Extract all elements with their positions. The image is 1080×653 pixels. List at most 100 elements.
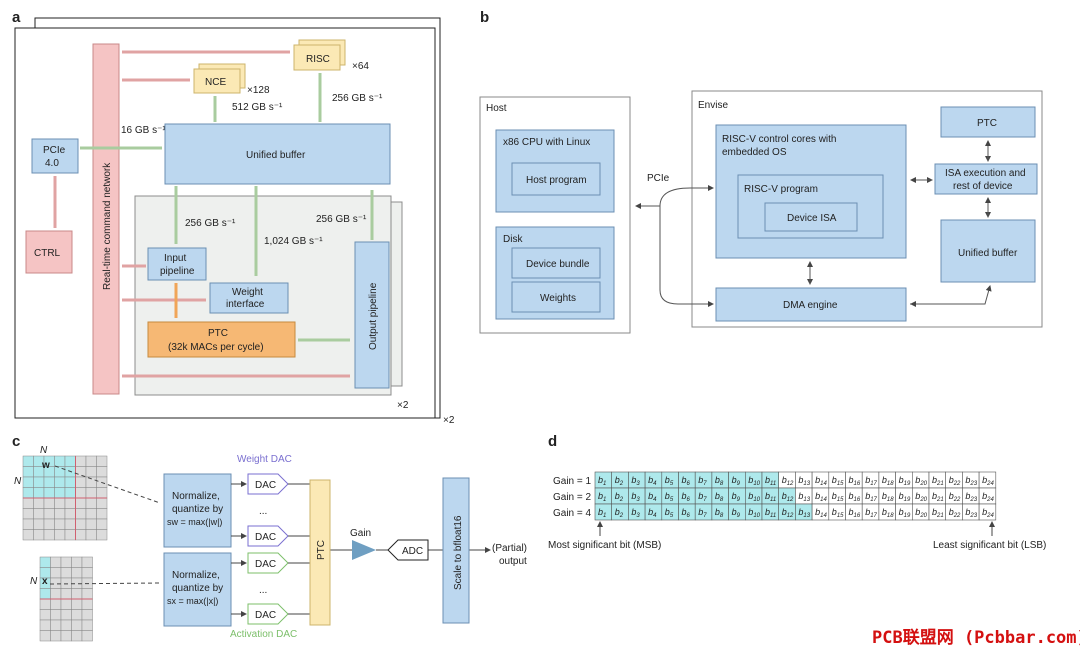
matrix-cell [75,455,87,467]
host-program-box [511,162,601,196]
n-label-top: N [40,445,48,456]
bit-label: b7 [698,475,707,487]
matrix-cell [22,466,34,478]
matrix-cell [22,518,34,530]
bit-label: b7 [698,491,707,503]
matrix-cell [43,487,55,499]
matrix-cell [96,529,108,541]
pcie-version: 4.0 [45,158,59,169]
isa-execution-label-1: ISA execution and [945,168,1026,179]
device-bundle-label: Device bundle [526,259,590,270]
matrix-cell [60,588,72,600]
normalize-x-label-3: sx = max(|x|) [167,596,218,606]
lsb-label: Least significant bit (LSB) [933,540,1046,551]
dac-weight-2: DAC [247,525,289,547]
gain-amplifier-icon [352,540,376,560]
ellipsis-activation: ... [259,585,267,596]
matrix-cell [75,529,87,541]
bit-label: b1 [598,491,606,503]
gain-row-label: Gain = 1 [553,476,592,487]
matrix-cell [39,598,51,610]
panel-a-letter: a [12,9,21,26]
ptc-column [309,479,331,626]
host-label: Host [486,103,507,114]
bit-label: b6 [682,475,691,487]
watermark: PCB联盟网 (Pcbbar.com) [872,628,1080,648]
n-label-side: N [14,476,22,487]
matrix-cell [96,487,108,499]
normalize-w-label-2: quantize by [172,504,223,515]
matrix-cell [22,529,34,541]
ptc-box [147,321,296,358]
matrix-cell [60,577,72,589]
matrix-cell [50,588,62,600]
weight-interface-label-1: Weight [232,287,263,298]
unified-buffer-label: Unified buffer [246,150,306,161]
matrix-cell [22,455,34,467]
matrix-cell [81,609,93,621]
ptc-sublabel: (32k MACs per cycle) [168,342,264,353]
normalize-w-label-3: sw = max(|w|) [167,517,222,527]
matrix-cell [39,609,51,621]
matrix-cell [39,588,51,600]
gain-row-label: Gain = 2 [553,492,592,503]
matrix-cell [50,630,62,642]
activation-matrix [39,556,93,642]
matrix-cell [71,630,83,642]
isa-execution-box [934,163,1038,195]
weight-dac-label: Weight DAC [237,454,292,465]
matrix-cell [71,567,83,579]
matrix-cell [64,476,76,488]
matrix-cell [60,609,72,621]
matrix-cell [33,518,45,530]
matrix-cell [71,609,83,621]
matrix-cell [54,487,66,499]
bit-label: b6 [682,507,691,519]
bit-label: b6 [682,491,691,503]
matrix-cell [64,455,76,467]
scale-bfloat16-box [442,477,470,624]
multiplier-inner: ×2 [397,400,409,411]
output-pipeline-label: Output pipeline [368,282,379,350]
matrix-cell [85,497,97,509]
matrix-cell [71,619,83,631]
bit-label: b3 [631,475,640,487]
bit-label: b5 [665,491,674,503]
bit-label: b11 [765,491,776,503]
matrix-cell [43,529,55,541]
risc-multiplier: ×64 [352,61,369,72]
matrix-cell [60,556,72,568]
w-vector-label: w [41,460,50,471]
matrix-cell [64,487,76,499]
input-pipeline-label-2: pipeline [160,266,195,277]
matrix-cell [33,529,45,541]
device-isa-box [764,202,858,232]
nce-box [193,68,241,94]
dma-engine-box [715,287,907,322]
ctrl-box [25,230,73,274]
bit-label: b8 [715,475,724,487]
dac-connectors [231,481,491,617]
pcie-label: PCIe [43,145,66,156]
bit-label: b9 [732,491,741,503]
dac-label: DAC [255,610,276,621]
matrix-cell [54,529,66,541]
matrix-cell [96,508,108,520]
bit-label: b4 [648,475,657,487]
adc-label: ADC [402,546,423,557]
matrix-cell [60,567,72,579]
dac-label: DAC [255,559,276,570]
riscv-program-label: RISC-V program [744,184,818,195]
envise-ptc-label: PTC [977,118,997,129]
bw-16-label: 16 GB s⁻¹ [121,125,166,136]
matrix-cell [39,630,51,642]
envise-unified-buffer-box [940,219,1036,283]
x-vector-label: x [42,576,48,587]
matrix-cell [39,619,51,631]
panel-d-letter: d [548,433,557,450]
nce-multiplier: ×128 [247,85,270,96]
device-bundle-box [511,247,601,279]
matrix-cell [50,556,62,568]
